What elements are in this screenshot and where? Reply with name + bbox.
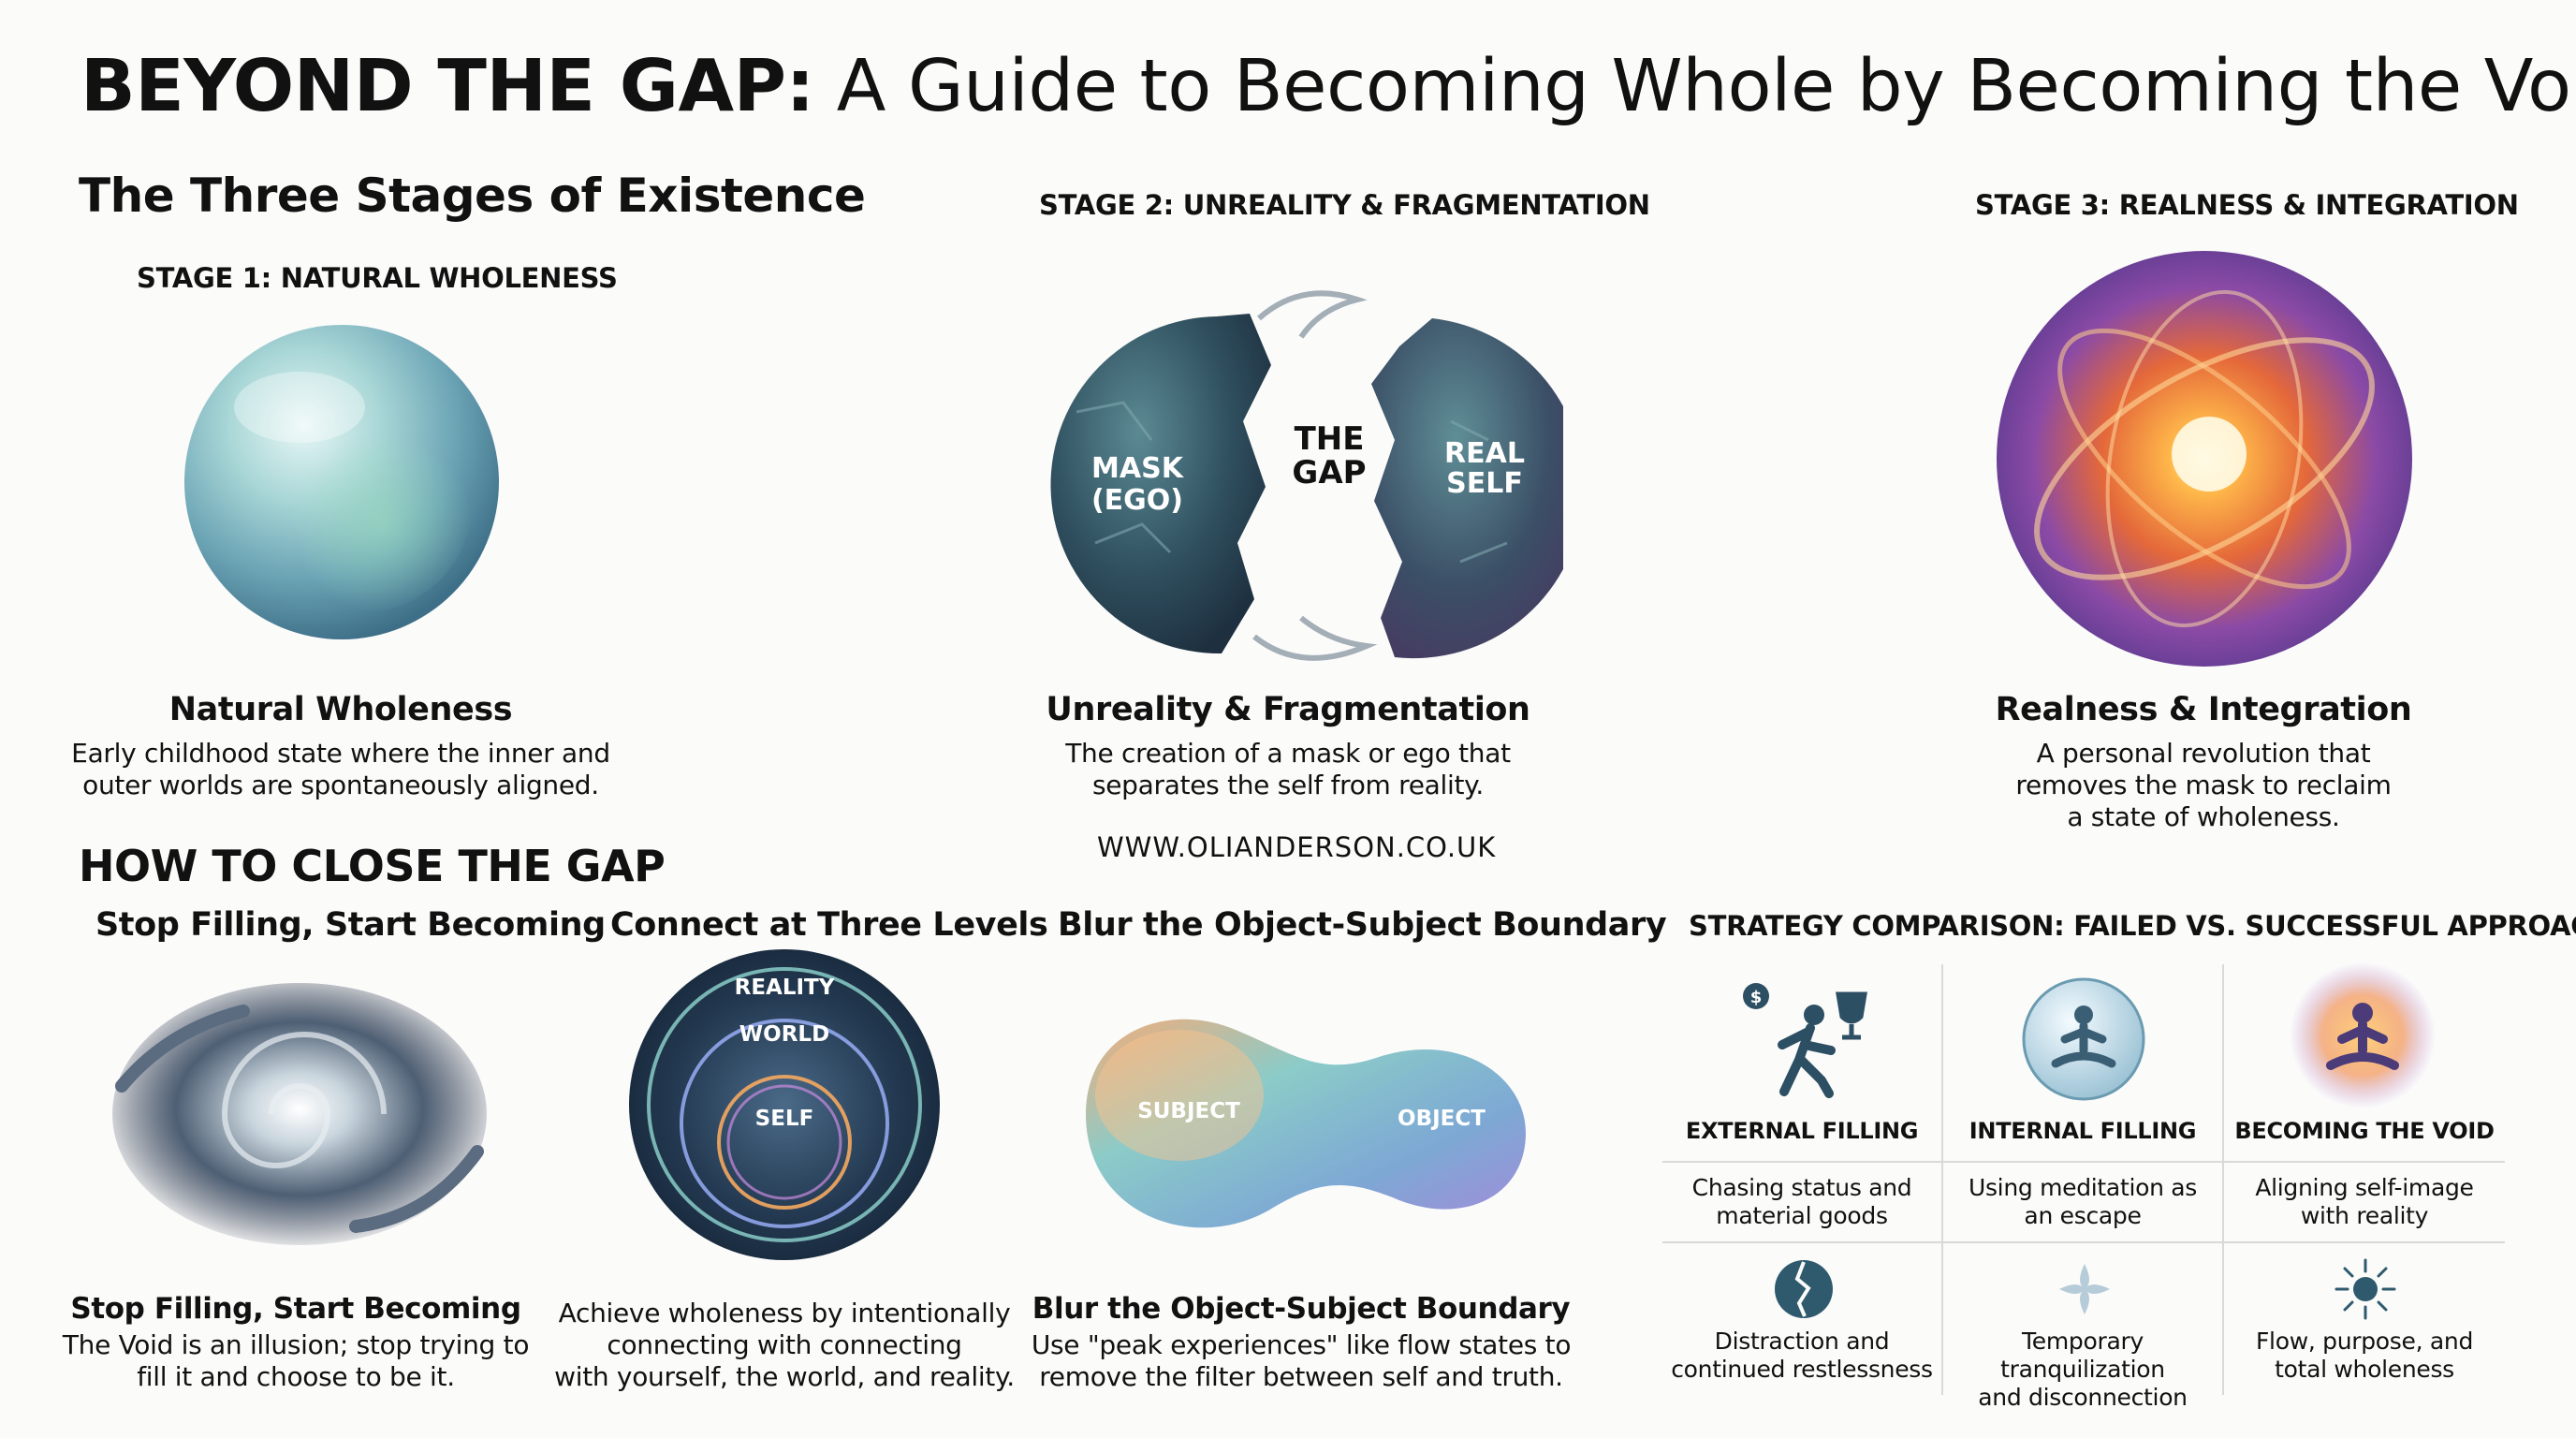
stage3-desc: A personal revolution that removes the m… — [2015, 738, 2392, 832]
glowing-meditator-icon — [2290, 962, 2436, 1108]
section-heading-stages: The Three Stages of Existence — [79, 169, 866, 223]
method1-heading: Stop Filling, Start Becoming — [95, 906, 606, 944]
method1-desc: The Void is an illusion; stop trying to … — [62, 1329, 530, 1392]
method3-caption-title: Blur the Object-Subject Boundary — [1032, 1292, 1571, 1326]
stage3-caption: Realness & Integration A personal revolu… — [1923, 691, 2484, 833]
natural-wholeness-sphere — [184, 325, 499, 639]
section-heading-close-gap: HOW TO CLOSE THE GAP — [79, 841, 666, 891]
gap-sub-label: GAP — [1292, 454, 1366, 492]
method1-caption-title: Stop Filling, Start Becoming — [70, 1292, 521, 1326]
sun-burst-icon — [2334, 1258, 2396, 1320]
col-becoming-void-label: BECOMING THE VOID — [2234, 1118, 2495, 1144]
table-divider-1 — [1941, 964, 1943, 1395]
running-person-chasing-money-trophy-icon: $ — [1743, 983, 1867, 1098]
method3-heading: Blur the Object-Subject Boundary — [1058, 906, 1667, 944]
title-rest: A Guide to Becoming Whole by Becoming th… — [813, 45, 2576, 128]
stage1-label: STAGE 1: NATURAL WHOLENESS — [137, 262, 618, 294]
method2-caption: Achieve wholeness by intentionally conne… — [532, 1298, 1037, 1393]
broken-globe-icon — [1775, 1260, 1833, 1318]
mask-sub-label: (EGO) — [1091, 484, 1183, 517]
website-link[interactable]: WWW.OLIANDERSON.CO.UK — [1097, 831, 1497, 863]
table-row-divider-2 — [1662, 1241, 2505, 1243]
stage3-label: STAGE 3: REALNESS & INTEGRATION — [1975, 189, 2519, 221]
stage1-title: Natural Wholeness — [168, 691, 513, 728]
left-hand-icon — [115, 1005, 250, 1093]
page-title: BEYOND THE GAP: A Guide to Becoming Whol… — [80, 45, 2576, 128]
comparison-heading: STRATEGY COMPARISON: FAILED VS. SUCCESSF… — [1689, 910, 2576, 942]
method2-heading: Connect at Three Levels — [610, 906, 1048, 944]
integration-orb — [1997, 251, 2412, 667]
fading-flower-icon — [2059, 1264, 2110, 1314]
col-external-filling-label: EXTERNAL FILLING — [1685, 1118, 1919, 1144]
three-levels-rings: REALITY WORLD SELF — [629, 949, 940, 1260]
subject-label: SUBJECT — [1137, 1099, 1240, 1123]
ring-reality-label: REALITY — [735, 976, 835, 1000]
becoming-void-result: Flow, purpose, and total wholeness — [2255, 1328, 2474, 1383]
method2-desc: Achieve wholeness by intentionally conne… — [554, 1298, 1015, 1392]
method3-desc: Use "peak experiences" like flow states … — [1031, 1329, 1572, 1392]
stage2-caption: Unreality & Fragmentation The creation o… — [1007, 691, 1569, 801]
svg-text:$: $ — [1750, 988, 1763, 1007]
ring-world-label: WORLD — [739, 1022, 829, 1047]
mask-label: MASK — [1091, 452, 1185, 485]
real-sub-label: SELF — [1446, 467, 1523, 500]
becoming-void-method: Aligning self-image with reality — [2255, 1174, 2474, 1229]
title-bold: BEYOND THE GAP: — [80, 45, 814, 128]
external-filling-result: Distraction and continued restlessness — [1671, 1328, 1933, 1383]
table-row-divider-1 — [1662, 1161, 2505, 1163]
ring-self-label: SELF — [755, 1107, 814, 1131]
gap-label: THE — [1295, 420, 1365, 458]
method1-caption: Stop Filling, Start Becoming The Void is… — [43, 1292, 549, 1393]
void-swirl-illustration — [112, 983, 487, 1245]
fragmented-orb: MASK (EGO) THE GAP REAL SELF — [1050, 290, 1563, 661]
col-internal-filling-label: INTERNAL FILLING — [1969, 1118, 2197, 1144]
right-hand-icon — [349, 1145, 484, 1233]
stage1-desc: Early childhood state where the inner an… — [71, 738, 610, 800]
table-divider-2 — [2222, 964, 2224, 1395]
stage2-desc: The creation of a mask or ego that separ… — [1065, 738, 1511, 800]
internal-filling-result: Temporary tranquilization and disconnect… — [1978, 1328, 2188, 1411]
stage2-title: Unreality & Fragmentation — [1046, 691, 1530, 728]
meditation-bubble-icon — [2022, 977, 2145, 1101]
object-label: OBJECT — [1398, 1107, 1486, 1131]
stage2-label: STAGE 2: UNREALITY & FRAGMENTATION — [1039, 189, 1650, 221]
method3-caption: Blur the Object-Subject Boundary Use "pe… — [1020, 1292, 1582, 1393]
external-filling-method: Chasing status and material goods — [1691, 1174, 1912, 1229]
subject-object-blob: SUBJECT OBJECT — [1086, 1019, 1526, 1228]
internal-filling-method: Using meditation as an escape — [1968, 1174, 2198, 1229]
real-label: REAL — [1444, 437, 1525, 470]
stage1-caption: Natural Wholeness Early childhood state … — [60, 691, 622, 801]
stage3-title: Realness & Integration — [1995, 691, 2412, 728]
